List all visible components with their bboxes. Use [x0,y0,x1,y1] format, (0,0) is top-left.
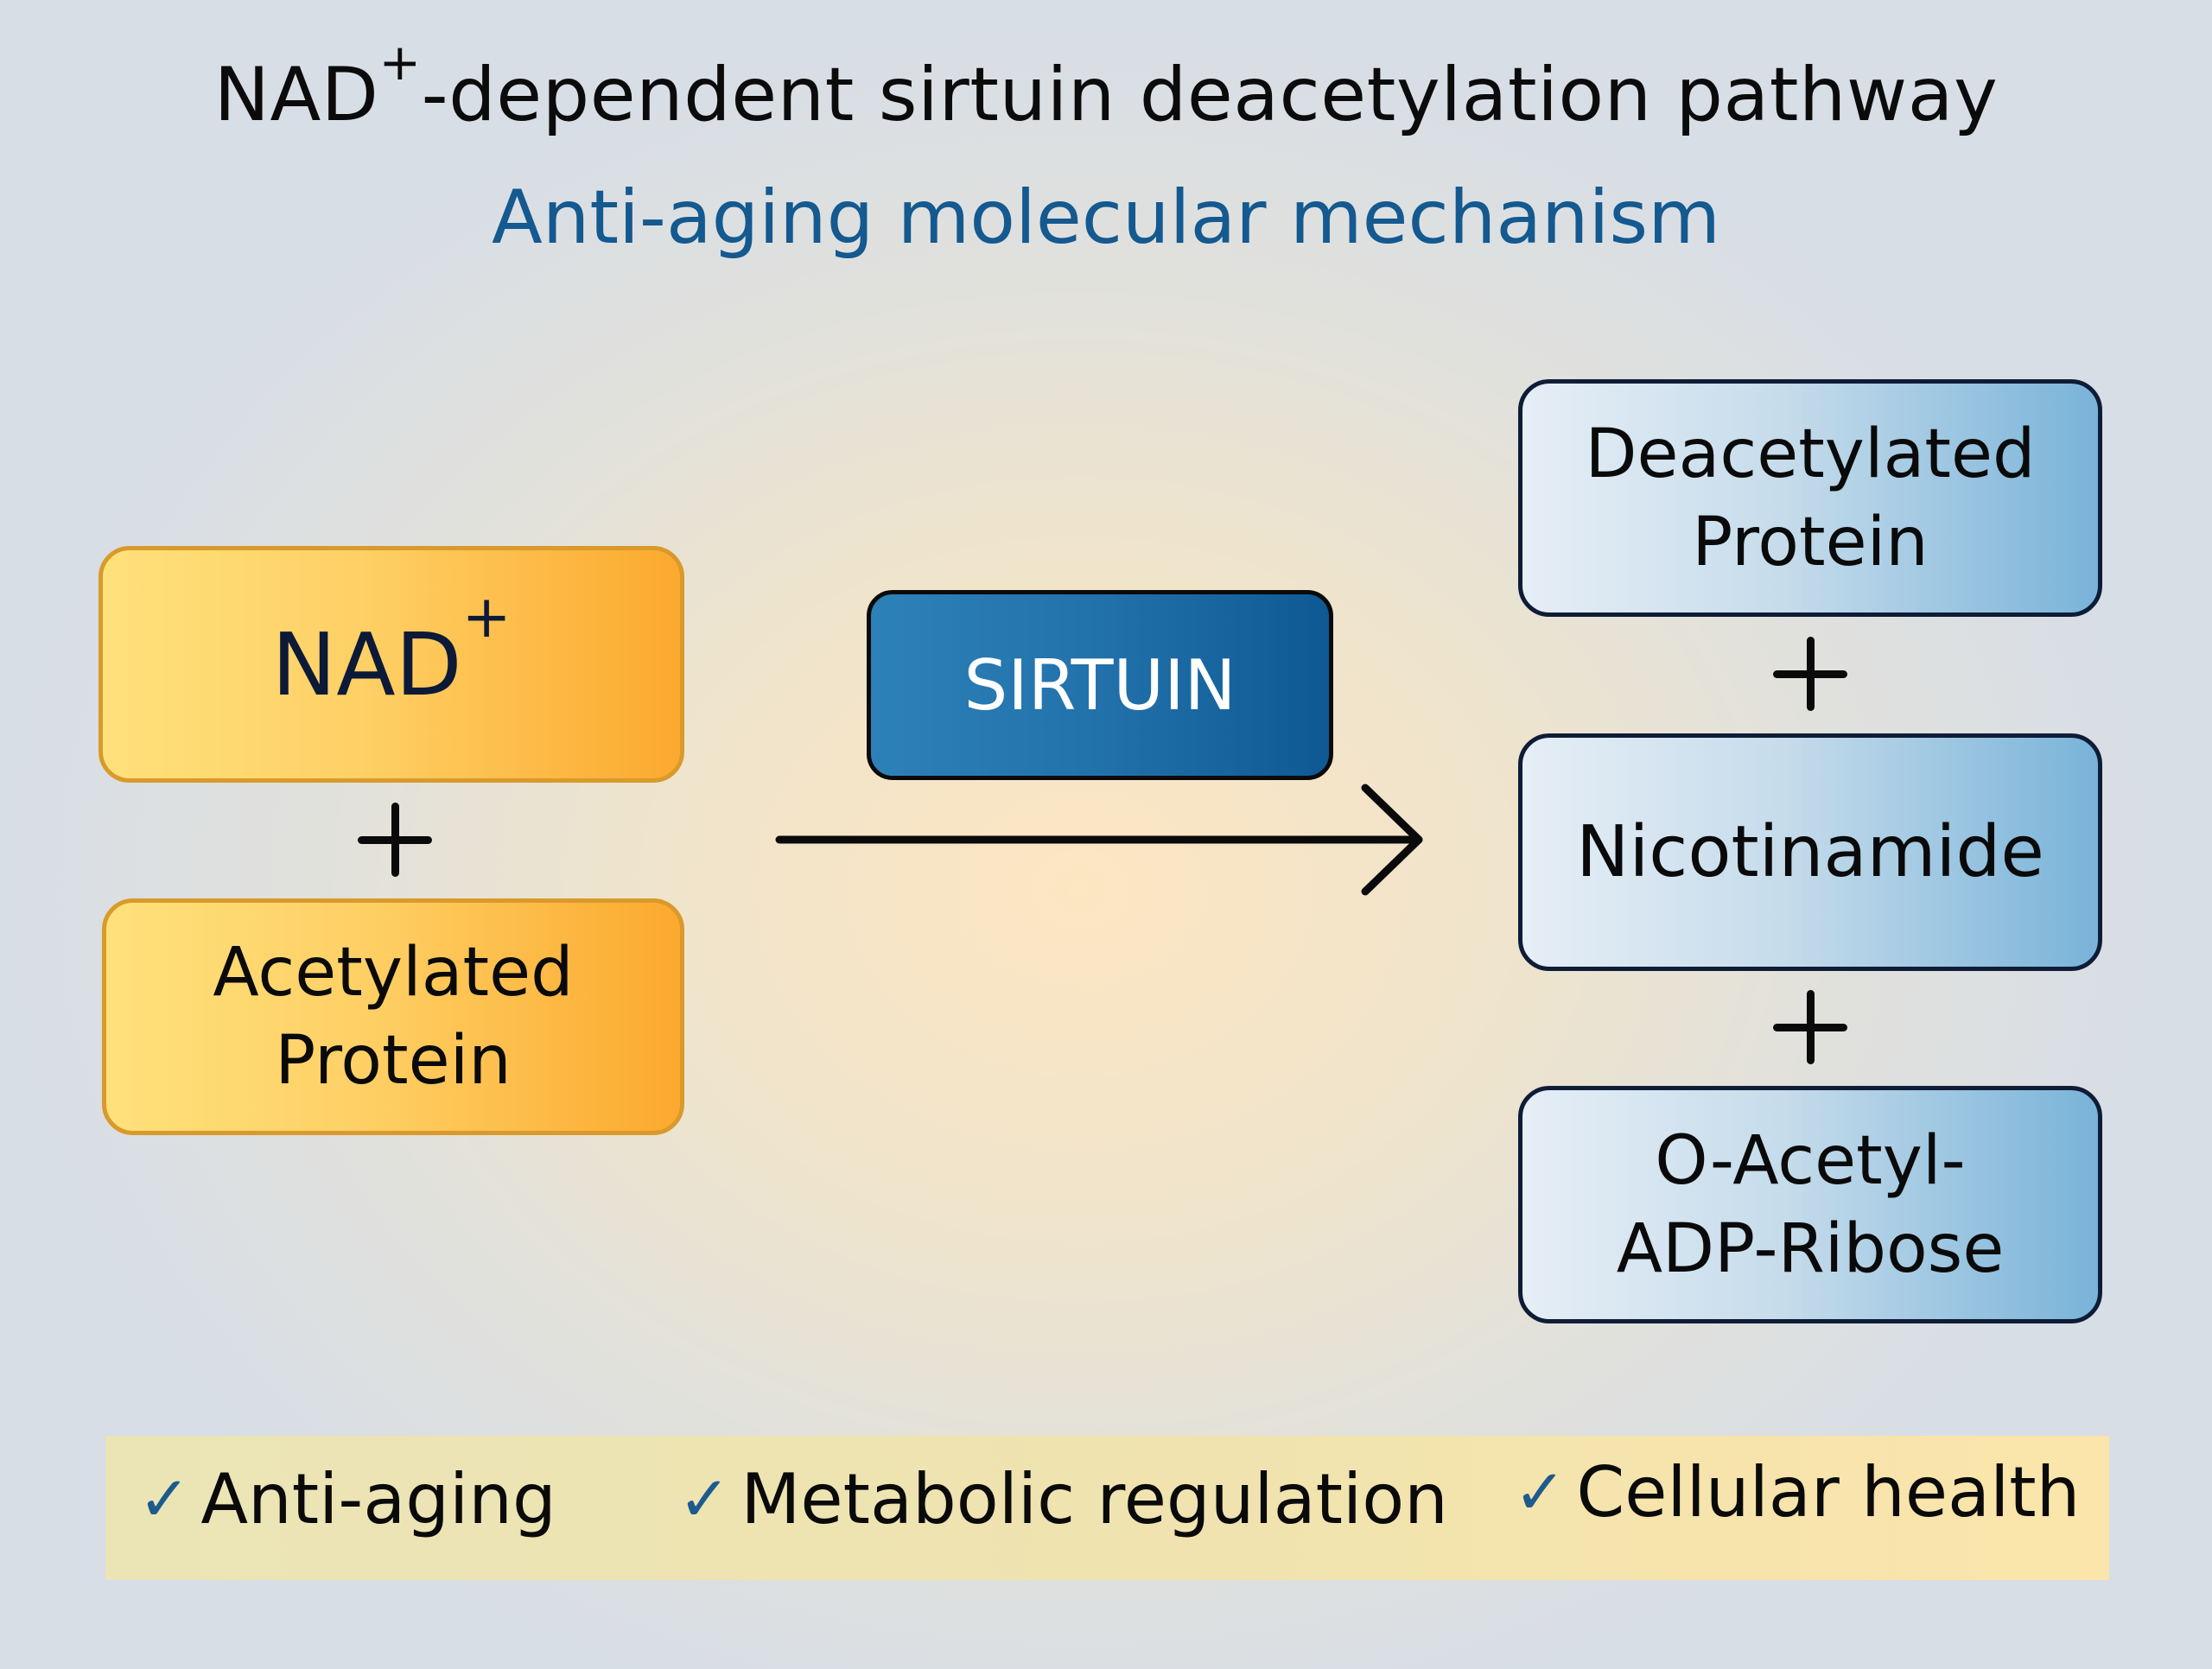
nad-superscript: + [461,582,512,651]
deacetylated-protein-line1: Deacetylated [1585,415,2036,493]
checkmark-icon: ✓ [138,1463,191,1535]
checkmark-icon: ✓ [678,1463,731,1535]
deacetylated-protein-line2: Protein [1692,503,1929,581]
diagram-title: NAD+-dependent sirtuin deacetylation pat… [0,36,2212,147]
nad-label: NAD+ [271,587,511,715]
o-acetyl-adp-ribose-box: O-Acetyl- ADP-Ribose [1518,1086,2102,1323]
arrow-head [1361,784,1423,896]
nicotinamide-box: Nicotinamide [1518,733,2102,971]
benefit-label: Anti-aging [200,1458,556,1539]
acetylated-protein-line1: Acetylated [213,934,574,1012]
reaction-arrow-icon [775,784,1423,896]
acetylated-protein-line2: Protein [275,1022,512,1100]
benefit-item: ✓ Cellular health [1514,1427,2080,1557]
checkmark-icon: ✓ [1514,1456,1567,1528]
plus-icon [1767,631,1853,717]
benefit-item: ✓ Metabolic regulation [678,1434,1448,1564]
diagram-subtitle: Anti-aging molecular mechanism [491,175,1721,261]
nad-plus-box: NAD+ [99,546,684,783]
nicotinamide-label: Nicotinamide [1576,810,2044,893]
o-acetyl-adp-ribose-line1: O-Acetyl- [1655,1121,1966,1200]
benefit-label: Cellular health [1576,1451,2081,1533]
sirtuin-box: SIRTUIN [867,590,1333,780]
plus-icon [1767,984,1853,1070]
benefit-label: Metabolic regulation [741,1458,1448,1539]
o-acetyl-adp-ribose-line2: ADP-Ribose [1616,1209,2005,1288]
acetylated-protein-box: Acetylated Protein [102,898,684,1135]
title-superscript: + [378,33,422,92]
benefit-item: ✓ Anti-aging [138,1434,556,1564]
plus-icon [352,796,438,883]
benefits-band [105,1436,2109,1580]
title-prefix: NAD [213,52,379,138]
deacetylated-protein-box: Deacetylated Protein [1518,379,2102,617]
title-suffix: -dependent sirtuin deacetylation pathway [421,52,1999,138]
sirtuin-label: SIRTUIN [963,644,1236,726]
nad-text: NAD [271,613,462,715]
